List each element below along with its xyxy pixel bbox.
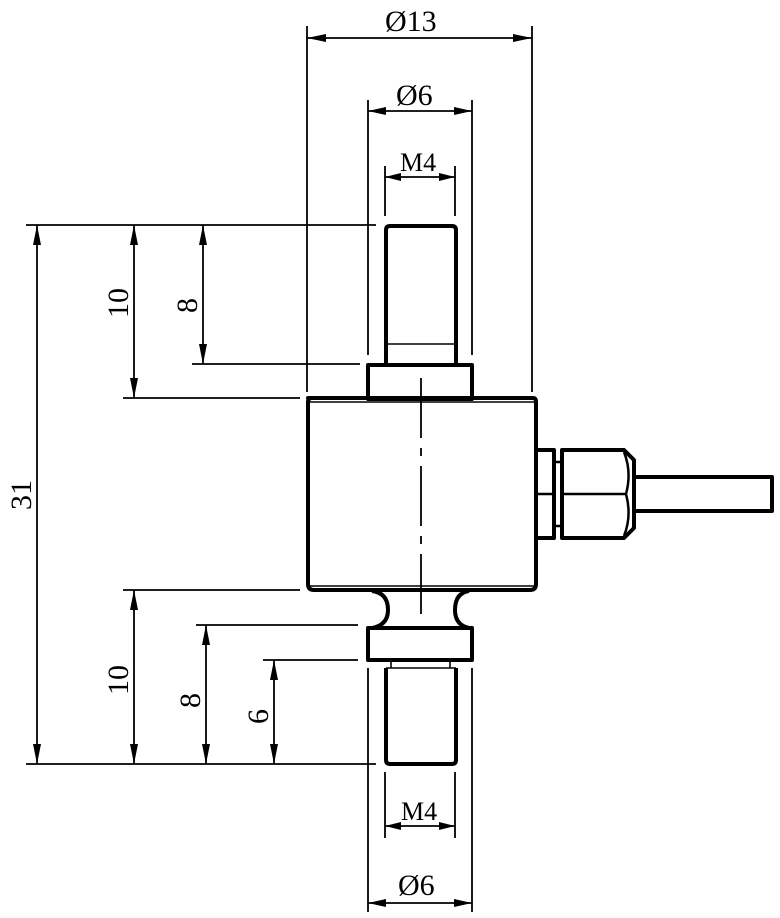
dim-bottom-thread: M4	[384, 772, 456, 838]
dimensions: Ø13 Ø6 M4 31	[5, 5, 533, 912]
dim-bottom-flange-height: 8	[174, 625, 210, 764]
dim-label-bottom-stud-diameter: Ø6	[398, 869, 435, 902]
dim-label-top-thread-length: 8	[171, 298, 204, 313]
bottom-flange	[366, 626, 474, 662]
top-collar	[366, 363, 474, 401]
dim-overall-height: 31	[5, 225, 41, 764]
bottom-neck	[371, 589, 470, 630]
dim-label-top-mount-height: 10	[102, 288, 135, 318]
dim-bottom-stud-diameter: Ø6	[367, 668, 473, 912]
dim-top-thread-length: 8	[171, 225, 207, 364]
dim-body-diameter: Ø13	[306, 5, 533, 392]
dim-top-stud-diameter: Ø6	[367, 79, 473, 355]
cable	[632, 475, 774, 513]
dim-label-body-diameter: Ø13	[385, 5, 437, 38]
dim-label-bottom-flange-height: 8	[174, 693, 207, 708]
dim-bottom-thread-length: 6	[242, 660, 278, 764]
main-body	[306, 396, 538, 592]
dim-top-mount-height: 10	[102, 225, 138, 398]
bottom-threaded-stud	[384, 660, 458, 766]
cable-gland	[534, 448, 636, 540]
dim-bottom-mount-height: 10	[102, 590, 138, 764]
part-outline	[306, 224, 774, 766]
dim-label-overall-height: 31	[5, 480, 38, 510]
dim-label-bottom-thread: M4	[401, 797, 437, 826]
dim-top-thread: M4	[384, 148, 456, 216]
dim-label-bottom-thread-length: 6	[242, 709, 275, 724]
dim-label-bottom-mount-height: 10	[102, 665, 135, 695]
top-threaded-stud	[384, 224, 458, 365]
dim-label-top-stud-diameter: Ø6	[396, 79, 433, 112]
dim-label-top-thread: M4	[400, 148, 436, 177]
